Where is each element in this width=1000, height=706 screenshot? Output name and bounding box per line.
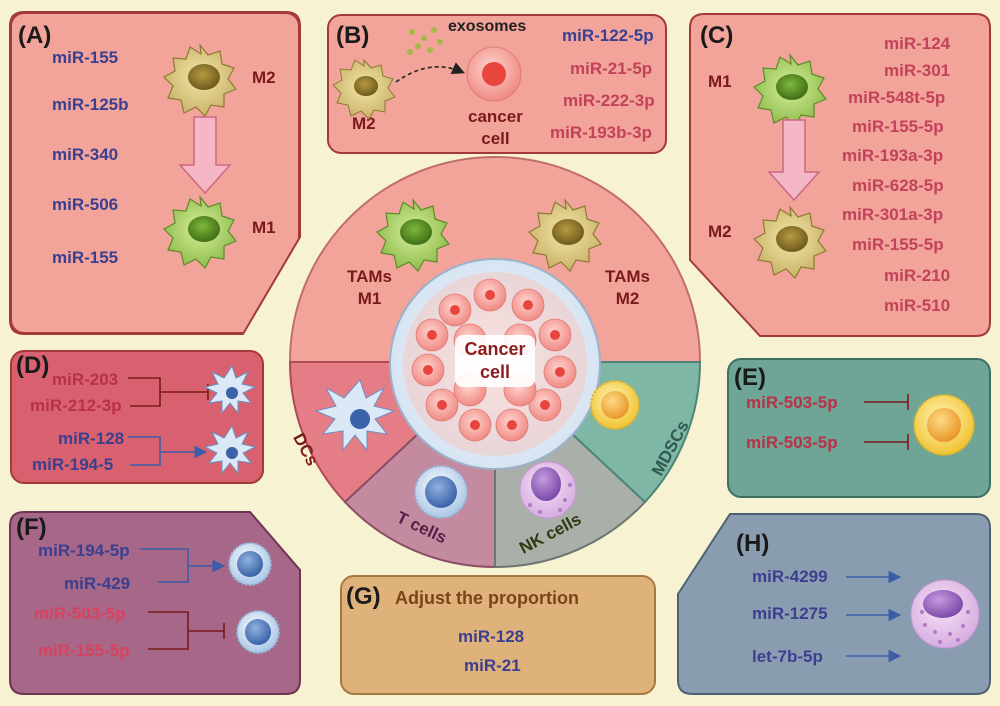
panel-b-m2-macrophage-icon: [332, 58, 396, 120]
panel-b-cancer-cell-icon: [466, 46, 522, 102]
panel-c-to-label: M2: [708, 222, 732, 241]
panel-h-label: (H): [736, 530, 770, 557]
panel-a-mirna-3: miR-340: [52, 145, 119, 164]
panel-d-dendritic-cell-icon-1: [203, 364, 257, 415]
panel-g: [340, 575, 656, 695]
panel-h-promote-arrows: [846, 570, 902, 663]
panel-g-mirna-2: miR-21: [464, 656, 521, 675]
panel-d-promote-1: miR-128: [58, 429, 125, 448]
panel-e-inhibit-1: miR-503-5p: [746, 393, 838, 412]
panel-c-from-label: M1: [708, 72, 732, 91]
panel-c-mirna-2: miR-301: [884, 61, 951, 80]
panel-a-to-label: M1: [252, 218, 276, 237]
panel-c-mirna-9: miR-210: [884, 266, 951, 285]
panel-a-m2-macrophage-icon: [163, 43, 237, 117]
panel-e-inhibit-2: miR-503-5p: [746, 433, 838, 452]
panel-e-mdsc-cell-icon: [913, 394, 975, 456]
panel-d-inhibit-1: miR-203: [52, 370, 119, 389]
panel-c-mirna-3: miR-548t-5p: [848, 88, 946, 107]
panel-f-t-cell-icon-2: [236, 610, 280, 654]
panel-b-mirna-1: miR-122-5p: [562, 26, 654, 45]
panel-f-t-cell-icon-1: [228, 542, 272, 586]
center-mdsc-cell-icon: [590, 380, 640, 430]
center-tams-m2-cell-icon: [528, 198, 602, 272]
panel-a-mirna-5: miR-155: [52, 248, 119, 267]
panel-b-target-label: cancer cell: [468, 107, 523, 148]
panel-c-mirna-7: miR-301a-3p: [842, 205, 944, 224]
panel-d-promote-2: miR-194-5: [32, 455, 114, 474]
center-nk-cell-icon: [519, 461, 577, 519]
exosome-dots-icon: [407, 27, 443, 55]
panel-f-promote-2: miR-429: [64, 574, 131, 593]
panel-d-dendritic-cell-icon-2: [203, 424, 257, 475]
panel-h-promote-2: miR-1275: [752, 604, 828, 623]
panel-a-from-label: M2: [252, 68, 276, 87]
panel-f-promote-connector: [140, 548, 226, 583]
panel-d-promote-connector: [128, 436, 208, 466]
panel-b-mirna-3: miR-222-3p: [563, 91, 655, 110]
panel-c-mirna-8: miR-155-5p: [852, 235, 944, 254]
panel-e-label: (E): [734, 364, 766, 391]
panel-f-promote-1: miR-194-5p: [38, 541, 130, 560]
panel-f-inhibit-1: miR-503-5p: [34, 604, 126, 623]
panel-h-promote-1: miR-4299: [752, 567, 828, 586]
panel-c-mirna-10: miR-510: [884, 296, 951, 315]
panel-a-label: (A): [18, 22, 52, 49]
center-tams-m1-label: TAMs M1: [347, 267, 393, 308]
panel-a-mirna-4: miR-506: [52, 195, 119, 214]
panel-d-inhibit-2: miR-212-3p: [30, 396, 122, 415]
panel-b-exosomes-label: exosomes: [448, 18, 527, 35]
panel-b-source-label: M2: [352, 114, 376, 133]
panel-h-promote-3: let-7b-5p: [752, 647, 823, 666]
panel-g-mirna-1: miR-128: [458, 627, 525, 646]
panel-d-label: (D): [16, 352, 50, 379]
panel-e-inhibit-connector: [864, 394, 909, 450]
panel-f-inhibit-2: miR-155-5p: [38, 641, 130, 660]
panel-a-m1-macrophage-icon: [163, 195, 237, 269]
center-cancer-label: Cancer cell: [464, 339, 526, 382]
panel-f-inhibit-connector: [148, 611, 225, 650]
panel-h-nk-cell-icon: [910, 579, 980, 649]
panel-c-m2-macrophage-icon: [753, 205, 827, 279]
center-tams-m2-label: TAMs M2: [605, 267, 651, 308]
panel-c-m1-macrophage-icon: [753, 53, 827, 127]
panel-g-label: (G): [346, 583, 381, 610]
center-t-cell-icon: [414, 465, 468, 519]
panel-g-title: Adjust the proportion: [395, 588, 579, 608]
panel-f-label: (F): [16, 514, 47, 541]
center-dc-cell-icon: [314, 379, 396, 452]
panel-c-mirna-4: miR-155-5p: [852, 117, 944, 136]
panel-c-arrow-down-icon: [767, 119, 821, 202]
panel-a-mirna-1: miR-155: [52, 48, 119, 67]
panel-c-label: (C): [700, 22, 734, 49]
panel-b-mirna-4: miR-193b-3p: [550, 123, 653, 142]
panel-c-mirna-6: miR-628-5p: [852, 176, 944, 195]
panel-d-inhibit-connector: [128, 377, 209, 407]
panel-a-mirna-2: miR-125b: [52, 95, 129, 114]
panel-b-label: (B): [336, 22, 370, 49]
panel-c-mirna-5: miR-193a-3p: [842, 146, 944, 165]
panel-a-arrow-down-icon: [178, 116, 232, 195]
panel-c-mirna-1: miR-124: [884, 34, 951, 53]
panel-b-dashed-arrow: [395, 62, 465, 83]
cancer-label-box: [455, 335, 535, 387]
panel-b-mirna-2: miR-21-5p: [570, 59, 653, 78]
center-tams-m1-cell-icon: [376, 198, 450, 272]
